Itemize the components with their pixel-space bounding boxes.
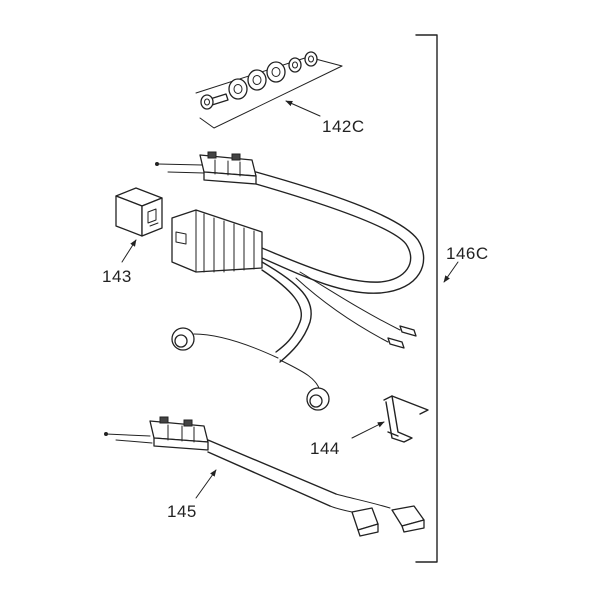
spade-terminal-1 xyxy=(399,325,417,337)
relay-part xyxy=(115,187,163,237)
leader-arrows xyxy=(121,100,459,499)
washer-part-1 xyxy=(228,78,248,100)
callout-142c: 142C xyxy=(322,117,365,136)
washer-part-3 xyxy=(266,61,286,83)
nut-part xyxy=(304,51,318,67)
leader-142c xyxy=(285,100,321,117)
callout-145: 145 xyxy=(167,502,197,521)
ground-pigtails xyxy=(171,261,330,411)
relay-socket xyxy=(171,209,263,273)
leader-145 xyxy=(195,469,217,499)
callout-146c: 146C xyxy=(446,244,489,263)
retainer-clip xyxy=(383,395,429,443)
callout-143: 143 xyxy=(102,267,132,286)
callout-144: 144 xyxy=(310,439,340,458)
upper-connector xyxy=(199,151,257,185)
leader-144 xyxy=(351,421,385,439)
jumper-connector xyxy=(149,416,209,451)
leader-146c xyxy=(443,261,459,283)
ground-eyelet-2 xyxy=(306,387,330,411)
hardware-kit xyxy=(195,51,343,129)
washer-part-2 xyxy=(247,69,267,91)
jumper-plug-1 xyxy=(351,507,379,537)
main-harness xyxy=(155,151,425,349)
assembly-bracket xyxy=(415,34,438,563)
bolt-part xyxy=(200,93,229,110)
ground-eyelet-1 xyxy=(171,327,195,351)
jumper-harness xyxy=(104,416,425,537)
leader-143 xyxy=(121,239,137,263)
jumper-plug-2 xyxy=(391,505,425,533)
lock-washer-part xyxy=(288,57,302,73)
spade-terminal-2 xyxy=(387,337,405,349)
